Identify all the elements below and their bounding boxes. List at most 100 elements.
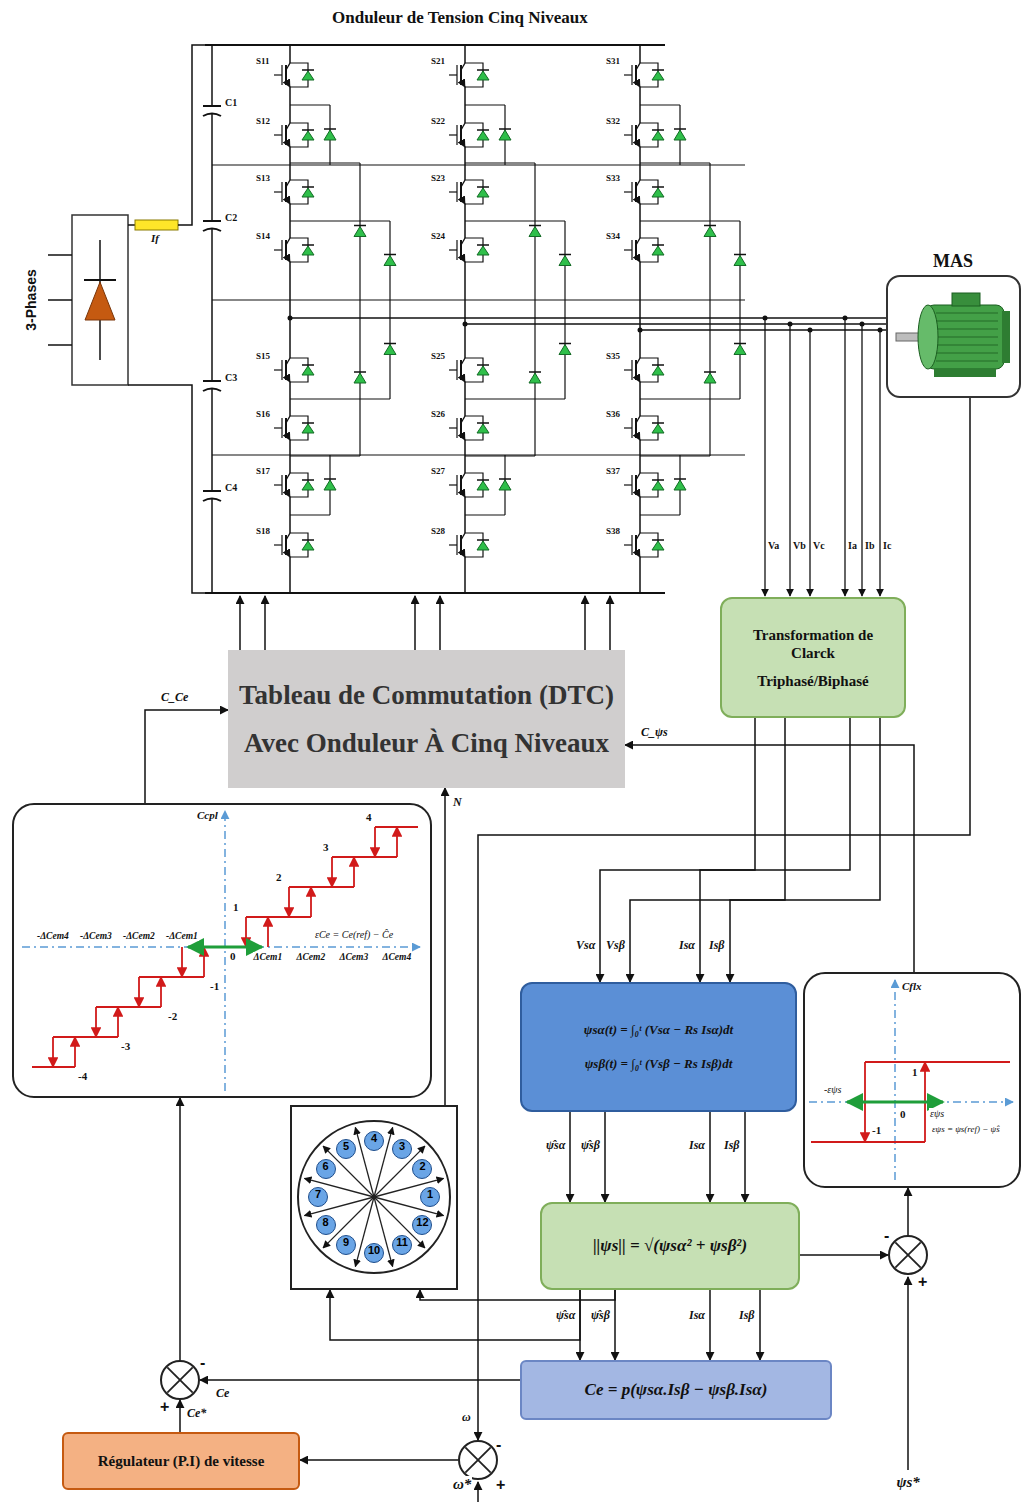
dc-rail <box>205 44 665 46</box>
axis-label: -ΔCem4 <box>36 931 70 941</box>
box-text: Avec Onduleur À Cinq Niveaux <box>244 727 609 759</box>
part-label: Ia <box>847 540 858 551</box>
igbt-symbol <box>636 63 640 70</box>
gate-signal <box>439 596 441 650</box>
phase-output <box>640 329 886 331</box>
diode-symbol <box>704 227 716 237</box>
igbt-gate <box>274 191 282 192</box>
igbt-gate <box>274 249 282 250</box>
motor-fin <box>936 312 998 314</box>
hysteresis-step <box>267 917 269 947</box>
igbt-symbol <box>286 433 290 440</box>
leg-wire <box>289 262 291 358</box>
part-label: S37 <box>605 466 621 476</box>
igbt-gate <box>449 369 457 370</box>
diode-symbol <box>85 282 115 320</box>
igbt-symbol <box>286 140 290 147</box>
phase-output <box>290 317 886 319</box>
signal-label: ψ̂sβ <box>580 1138 601 1153</box>
hysteresis-step <box>139 976 204 978</box>
igbt-gate <box>274 427 282 428</box>
diode-symbol <box>354 373 366 383</box>
diode-bar <box>652 69 664 71</box>
diode-bar <box>302 129 314 131</box>
axis-label: 1 <box>232 901 240 913</box>
signal-label: Ce <box>215 1386 230 1401</box>
axis-line <box>224 811 226 1091</box>
igbt-symbol <box>461 63 465 70</box>
axis-label: 0 <box>899 1108 907 1120</box>
motor-endcap <box>918 305 938 369</box>
igbt-symbol <box>286 197 290 204</box>
axis-label: -ΔCem2 <box>122 931 156 941</box>
diode-bar <box>324 478 336 480</box>
measure-tap <box>809 330 810 596</box>
diode-symbol <box>477 246 489 255</box>
axis-label: Cflx <box>901 980 923 992</box>
wire-line <box>128 224 135 226</box>
part-label: S25 <box>430 351 446 361</box>
measure-tap <box>764 318 765 596</box>
diode-symbol <box>652 366 664 375</box>
hysteresis-step <box>310 887 312 917</box>
dc-rail <box>205 592 665 594</box>
igbt-gate <box>624 369 632 370</box>
part-label: S18 <box>255 526 271 536</box>
leg-wire <box>289 45 291 63</box>
clamp-wire <box>640 455 710 456</box>
inner-illustration <box>805 974 1019 1186</box>
igbt-symbol <box>461 238 465 245</box>
clamp-bus <box>212 164 745 165</box>
wire-line <box>178 45 212 225</box>
diode-symbol <box>302 131 314 140</box>
wire-line <box>128 385 212 593</box>
signal-label: C_Ce <box>160 690 189 705</box>
diode-bar <box>84 279 116 281</box>
signal-connector <box>444 788 446 1105</box>
diode-bar <box>477 364 489 366</box>
signal-connector <box>709 1290 711 1360</box>
hysteresis-step <box>865 1061 1010 1063</box>
diode-bar <box>302 539 314 541</box>
diode-symbol <box>559 256 571 266</box>
hysteresis-step <box>289 886 354 888</box>
igbt-symbol <box>461 416 465 423</box>
igbt-gate <box>274 369 282 370</box>
diode-bar <box>302 422 314 424</box>
diode-bar <box>652 186 664 188</box>
diode-symbol <box>477 71 489 80</box>
igbt-symbol <box>461 375 465 382</box>
box-text: Régulateur (P.I) de vitesse <box>98 1452 265 1470</box>
motor-fin <box>936 328 998 330</box>
igbt-gate <box>449 427 457 428</box>
reference-arrow <box>907 1277 909 1470</box>
diode-symbol <box>477 366 489 375</box>
signal-label: Isβ <box>708 938 726 953</box>
part-label: ω* <box>452 1476 472 1493</box>
diode-bar <box>652 129 664 131</box>
axis-label: εCe = Ce(ref) − Ĉe <box>314 929 394 940</box>
igbt-symbol <box>636 473 640 480</box>
diode-symbol <box>559 345 571 355</box>
diode-symbol <box>734 345 746 355</box>
part-label: C4 <box>224 482 238 493</box>
signal-connector <box>630 718 785 982</box>
hysteresis-step <box>811 1141 925 1143</box>
diode-bar <box>324 128 336 130</box>
sector-number: 10 <box>364 1243 384 1263</box>
axis-label: 1 <box>911 1066 919 1078</box>
gate-signal <box>239 596 241 650</box>
igbt-symbol <box>286 123 290 130</box>
diode-symbol <box>384 256 396 266</box>
gate-signal <box>414 596 416 650</box>
motor-box: MAS <box>886 275 1021 398</box>
hysteresis-step <box>117 1007 119 1037</box>
igbt-gate <box>624 427 632 428</box>
diode-symbol <box>354 227 366 237</box>
igbt-symbol <box>636 490 640 497</box>
clamp-wire <box>290 398 390 399</box>
axis-label: 2 <box>275 871 283 883</box>
sector-number: 1 <box>420 1187 440 1207</box>
switching-table: Tableau de Commutation (DTC)Avec Onduleu… <box>228 650 625 788</box>
igbt-symbol <box>636 180 640 187</box>
